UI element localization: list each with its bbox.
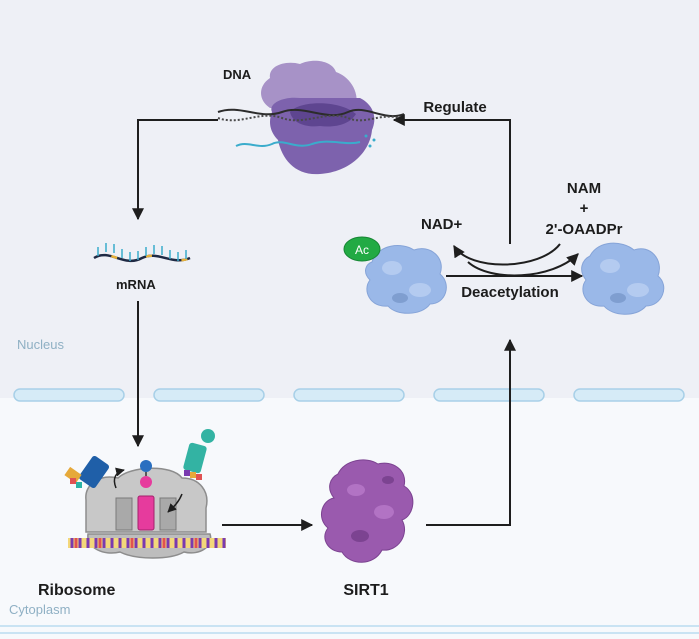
nucleus-region bbox=[0, 0, 699, 398]
sirt1-action-arrow bbox=[426, 338, 516, 526]
regulate-label: Regulate bbox=[423, 99, 486, 116]
mrna-strand bbox=[93, 243, 191, 263]
transcription-arrow bbox=[132, 119, 218, 221]
sirt1-protein bbox=[320, 459, 414, 563]
trna-incoming bbox=[183, 429, 215, 480]
ribosome-complex bbox=[68, 460, 226, 559]
sirt1-label: SIRT1 bbox=[343, 582, 388, 599]
dna-polymerase-complex bbox=[217, 60, 405, 175]
cell-membrane bbox=[0, 625, 699, 634]
trna-entry-arrow bbox=[167, 493, 183, 513]
nucleus-label: Nucleus bbox=[17, 337, 64, 352]
acetyl-label: Ac bbox=[355, 243, 369, 257]
plus-label: + bbox=[580, 200, 589, 217]
ribosome-label: Ribosome bbox=[38, 582, 115, 599]
acetyl-group bbox=[343, 236, 381, 262]
nad-label: NAD+ bbox=[421, 216, 462, 233]
nuclear-membrane bbox=[13, 388, 685, 402]
nad-consumption-arrow bbox=[453, 243, 561, 266]
mrna-label: mRNA bbox=[116, 277, 156, 292]
oaadpr-label: 2'-OAADPr bbox=[546, 221, 623, 238]
deacetylation-label: Deacetylation bbox=[461, 284, 559, 301]
regulate-arrow bbox=[392, 114, 511, 244]
nam-label: NAM bbox=[567, 180, 601, 197]
nam-release-arrow bbox=[467, 253, 579, 277]
trna-leaving bbox=[64, 455, 110, 489]
cytoplasm-label: Cytoplasm bbox=[9, 602, 70, 617]
deacetylated-protein bbox=[581, 242, 665, 315]
dna-label: DNA bbox=[223, 67, 252, 82]
trna-exit-arrow bbox=[113, 467, 125, 489]
acetylated-protein bbox=[365, 245, 447, 314]
